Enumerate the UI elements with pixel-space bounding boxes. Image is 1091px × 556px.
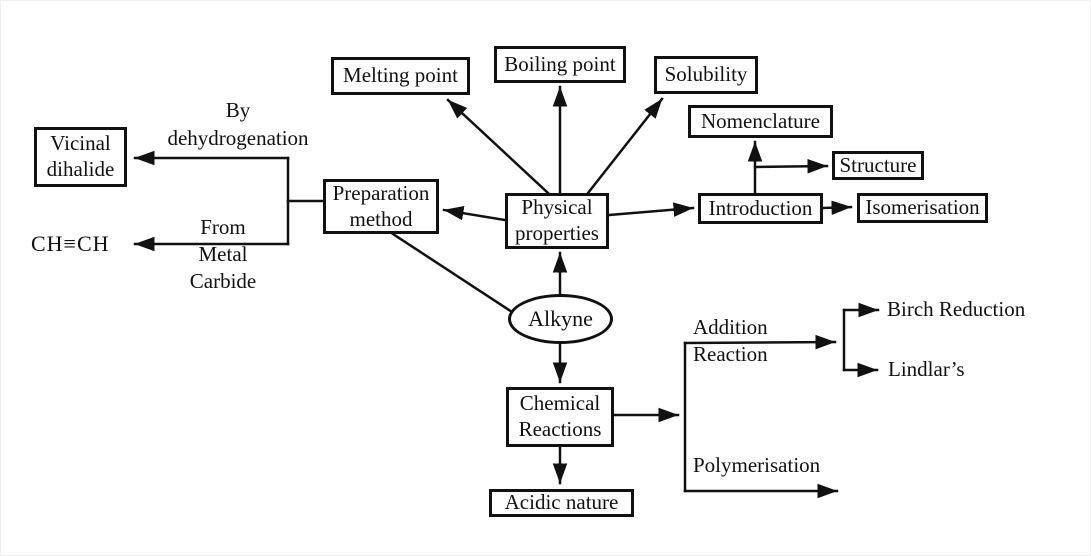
node-alkyne: Alkyne [508,294,613,344]
node-preparation-method: Preparation method [323,179,439,234]
label-addition-reaction: Addition Reaction [693,315,768,366]
node-vicinal-dihalide: Vicinal dihalide [34,127,127,187]
node-acidic-nature: Acidic nature [489,489,634,517]
node-structure: Structure [832,151,924,180]
label-polymerisation: Polymerisation [693,453,821,477]
label-by-dehydrogenation: By dehydrogenation [167,98,309,150]
node-nomenclature: Nomenclature [688,105,833,138]
label-birch-reduction: Birch Reduction [887,297,1026,321]
node-introduction: Introduction [698,193,823,224]
node-isomerisation: Isomerisation [857,193,988,223]
node-physical-properties: Physical properties [505,193,609,249]
label-lindlars: Lindlar’s [888,357,965,381]
label-from-metal-carbide: From Metal Carbide [189,215,257,293]
node-solubility: Solubility [654,56,758,94]
node-boiling-point: Boiling point [494,46,626,83]
node-melting-point: Melting point [331,57,470,95]
node-chemical-reactions: Chemical Reactions [506,387,614,447]
label-acetylene-formula: CH≡CH [31,231,110,256]
